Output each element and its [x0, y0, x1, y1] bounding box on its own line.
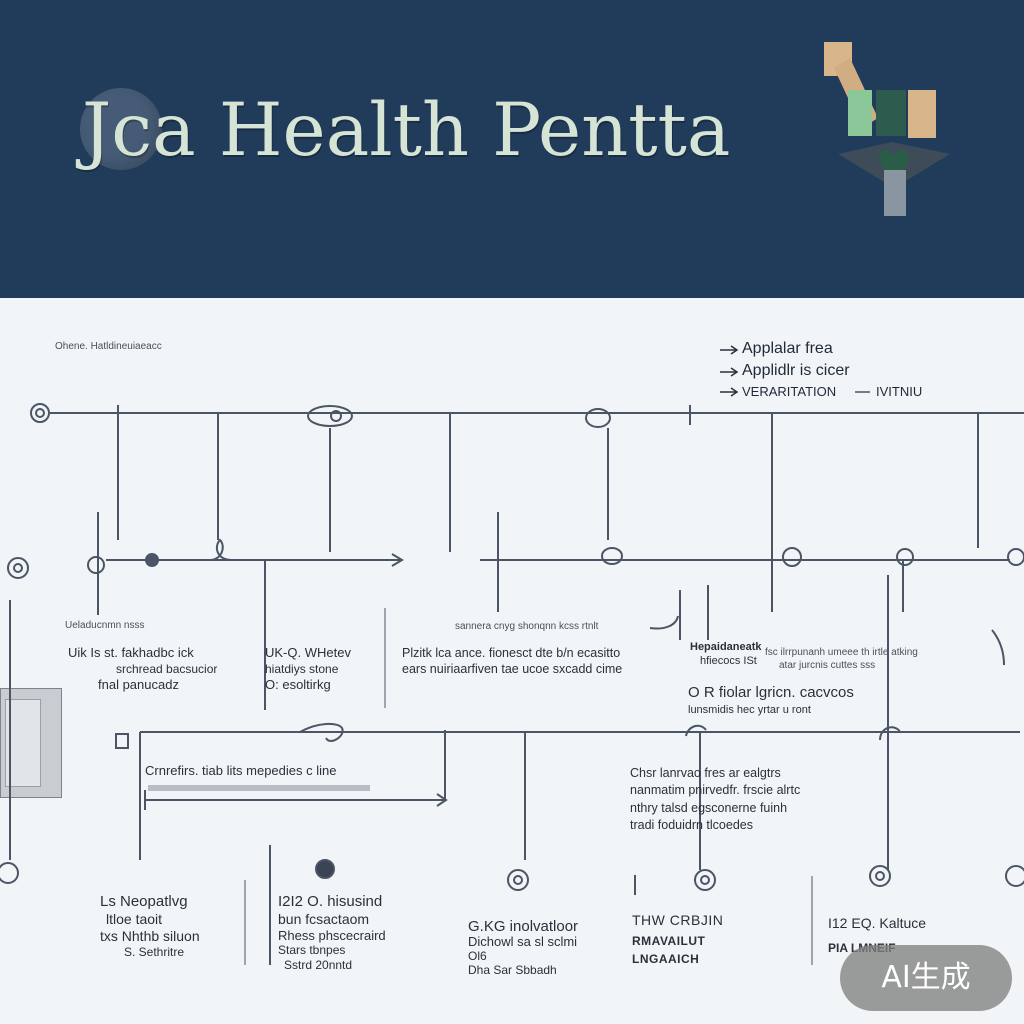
label-line: txs Nhthb siluon	[100, 927, 200, 944]
label-line: THW CRBJIN	[632, 912, 724, 928]
label-block: Hepaidaneatk hfiecocs ISt	[690, 640, 762, 669]
label-line: UK-Q. WHetev	[265, 645, 351, 660]
label-line: tradi foduidrn tlcoedes	[630, 817, 753, 832]
label-line: Ol6	[468, 949, 487, 964]
page-title: Jca Health Pentta	[82, 88, 731, 173]
label-block: Crnrefirs. tiab lits mepedies c line	[145, 763, 336, 780]
label-block: Chsr lanrvao fres ar ealgtrs nanmatim pn…	[630, 765, 800, 834]
top-right-note: VERARITATION	[742, 384, 837, 399]
label-line: O: esoltirkg	[265, 677, 331, 693]
ai-generated-badge: AI生成	[840, 945, 1012, 1011]
arrow-right-icon	[720, 367, 739, 377]
label-line: Ls Neopatlvg	[100, 893, 188, 910]
side-panel-inner	[5, 699, 41, 787]
label-line: Dichowl sa sl sclmi	[468, 934, 578, 950]
label-line: hiatdiys stone	[265, 661, 339, 676]
label-line: fnal panucadz	[98, 677, 179, 693]
label-line: Chsr lanrvao fres ar ealgtrs	[630, 766, 781, 780]
label-block: Uik Is st. fakhadbc ick srchread bacsuci…	[68, 645, 217, 694]
top-right-note: Applidlr is cicer	[742, 362, 850, 379]
label-block: O R fiolar lgricn. cacvcos lunsmidis hec…	[688, 683, 854, 717]
label-line: Plzitk lca ance. fionesct dte b/n ecasit…	[402, 646, 621, 660]
label-line: bun fcsactaom	[278, 911, 370, 927]
diagram-area	[0, 298, 1024, 1024]
label-line: nthry talsd egsconerne fuinh	[630, 800, 788, 815]
label-line: O R fiolar lgricn. cacvcos	[688, 684, 854, 701]
label-line: atar jurcnis cuttes sss	[779, 660, 876, 671]
top-right-note: Applalar frea	[742, 340, 833, 357]
label-line: srchread bacsucior	[116, 661, 218, 676]
label-line: sannera cnyg shonqnn kcss rtnlt	[455, 621, 599, 632]
label-block: Ls Neopatlvg ltloe taoit txs Nhthb siluo…	[100, 893, 200, 959]
label-line: Sstrd 20nntd	[284, 957, 353, 972]
label-line: RMAVAILUT	[632, 933, 706, 948]
label-line: I12 EQ. Kaltuce	[828, 915, 927, 931]
label-line: nanmatim pnirvedfr. frscie alrtc	[630, 783, 801, 798]
label-line: Dha Sar Sbbadh	[468, 962, 557, 977]
label-block: fsc ilrrpunanh umeee th irtle atking ata…	[765, 646, 918, 672]
label-block: G.KG inolvatloor Dichowl sa sl sclmi Ol6…	[468, 918, 578, 978]
label-block: I2I2 O. hisusind bun fcsactaom Rhess phs…	[278, 893, 386, 972]
label-line: Uik Is st. fakhadbc ick	[68, 645, 194, 660]
label-block: UK-Q. WHetev hiatdiys stone O: esoltirkg	[265, 645, 351, 694]
top-right-note: IVITNIU	[876, 384, 923, 399]
label-line: ltloe taoit	[106, 911, 163, 927]
label-line: I2I2 O. hisusind	[278, 893, 383, 910]
title-bubble-decoration	[80, 88, 162, 170]
label-line: Hepaidaneatk	[690, 641, 762, 653]
label-block: Plzitk lca ance. fionesct dte b/n ecasit…	[402, 645, 622, 678]
label-line: LNGAAICH	[632, 952, 700, 967]
label-block: sannera cnyg shonqnn kcss rtnlt	[455, 620, 598, 633]
label-line: S. Sethritre	[124, 944, 185, 959]
header-banner: Jca Health Pentta	[0, 0, 1024, 298]
label-line: ears nuiriaarfiven tae ucoe sxcadd cime	[402, 662, 623, 677]
side-panel-box	[0, 688, 62, 798]
arrow-right-icon	[720, 387, 739, 397]
arrow-right-icon	[720, 345, 739, 355]
health-logo-icon	[824, 42, 950, 216]
label-block: THW CRBJIN RMAVAILUT LNGAAICH	[632, 910, 723, 969]
top-left-note: Ohene. Hatldineuiaeacc	[55, 341, 162, 352]
label-line: G.KG inolvatloor	[468, 918, 579, 935]
label-block: Ueladucnmn nsss	[65, 619, 144, 632]
label-line: Rhess phscecraird	[278, 927, 386, 943]
label-line: Stars tbnpes	[278, 943, 346, 958]
label-line: hfiecocs ISt	[700, 655, 757, 668]
label-line: Ueladucnmn nsss	[65, 620, 145, 631]
label-line: Crnrefirs. tiab lits mepedies c line	[145, 763, 337, 778]
label-line: fsc ilrrpunanh umeee th irtle atking	[765, 647, 918, 658]
label-line: lunsmidis hec yrtar u ront	[688, 703, 811, 716]
